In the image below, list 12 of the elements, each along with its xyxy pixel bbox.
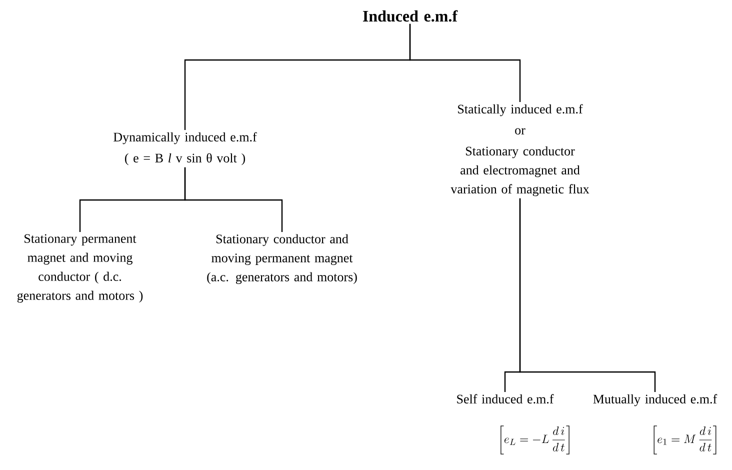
node-text: Dynamically induced e.m.f ( e = B l v sin θ volt ) bbox=[114, 132, 257, 166]
connector-line bbox=[519, 198, 656, 392]
formula: $\left[ e_L = -L\,\frac{d\,i}{d\,t} \right]$ bbox=[500, 426, 570, 454]
node-text: Stationary permanent magnet and moving conductor ( d.c. generators and motors ) bbox=[17, 234, 143, 303]
title: Induced e.m.f bbox=[362, 10, 458, 22]
node-text: Mutually induced e.m.f bbox=[593, 394, 718, 406]
node-text: Statically induced e.m.f or Stationary conductor and electromagnet and variation of magnetic flux bbox=[450, 104, 590, 196]
node-text: Stationary conductor and moving permanent magnet (a.c. generators and motors) bbox=[207, 234, 357, 284]
connector-line bbox=[409, 24, 521, 102]
formula: $\left[ e_1 = M\,\frac{d\,i}{d\,t} \right]$ bbox=[654, 426, 716, 454]
node-text: Self induced e.m.f bbox=[457, 394, 554, 404]
connector-line bbox=[184, 167, 283, 232]
